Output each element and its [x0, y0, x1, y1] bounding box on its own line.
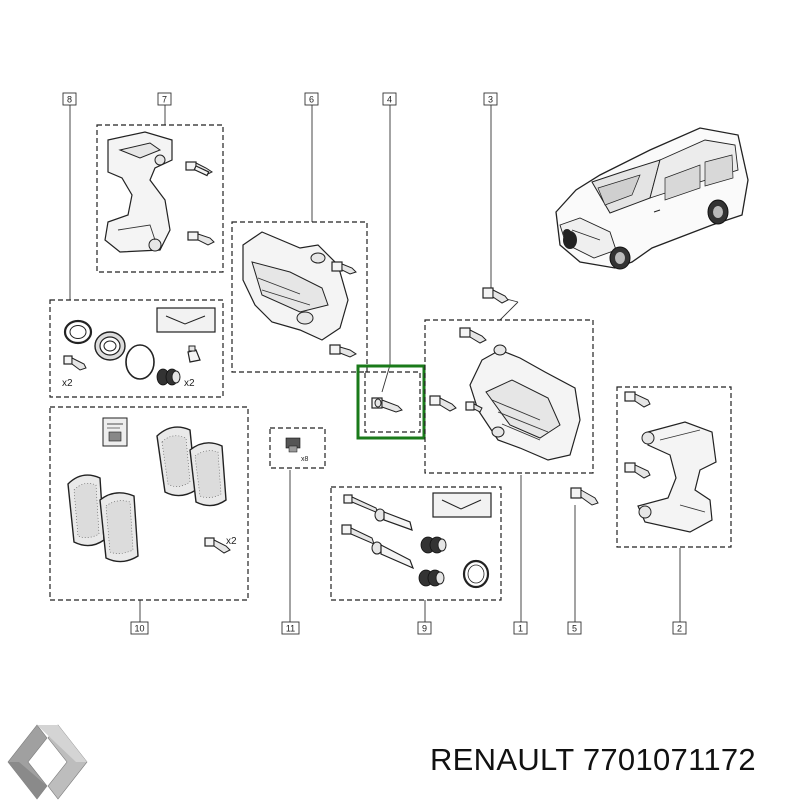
callout-6: 6 [304, 92, 319, 106]
callout-4: 4 [382, 92, 397, 106]
callout-7: 7 [157, 92, 172, 106]
bolt-icon [570, 487, 599, 506]
callout-2: 2 [672, 621, 687, 635]
bolt-icon [331, 261, 357, 275]
group-10-box [49, 406, 249, 601]
group-4-box [364, 371, 421, 433]
callout-label: 8 [67, 95, 72, 105]
highlight-box [356, 364, 426, 440]
guide-bushing-icon [156, 368, 181, 386]
guide-pin-icon [371, 541, 415, 570]
seal-ring-icon [63, 319, 93, 345]
qty-label: x8 [301, 456, 309, 463]
group-7-box [96, 124, 224, 273]
callout-label: 6 [309, 95, 314, 105]
callout-8: 8 [62, 92, 77, 106]
qty-label: x2 [62, 378, 73, 389]
bleed-screw-icon [465, 401, 483, 413]
clip-icon [285, 437, 301, 453]
callout-label: 4 [387, 95, 392, 105]
brake-pad-icon [67, 474, 105, 547]
callout-label: 5 [572, 624, 577, 634]
callout-3: 3 [483, 92, 498, 106]
bolt-icon [459, 327, 487, 344]
group-11-box [269, 427, 326, 469]
bolt-icon [187, 231, 215, 246]
group-2-box [616, 386, 732, 548]
van-illustration [555, 127, 749, 270]
callout-label: 7 [162, 95, 167, 105]
grease-sachet-icon [156, 307, 216, 333]
callout-label: 3 [488, 95, 493, 105]
group-8-box [49, 299, 224, 398]
grease-sachet-icon [432, 492, 492, 518]
callout-label: 10 [134, 624, 144, 634]
callout-10: 10 [130, 621, 149, 635]
bolt-icon [624, 391, 651, 408]
guide-pin-icon [343, 494, 379, 514]
guide-pin-icon [374, 508, 413, 531]
bolt-icon [329, 344, 357, 358]
dust-boot-icon [94, 331, 126, 361]
callout-1: 1 [513, 621, 528, 635]
group-1-box [424, 319, 594, 474]
bolt-icon [624, 462, 651, 479]
bolt-icon [429, 395, 457, 412]
renault-logo [7, 724, 88, 800]
part-number-caption: RENAULT 7701071172 [430, 742, 756, 777]
callout-9: 9 [417, 621, 432, 635]
guide-pin-icon [341, 524, 375, 545]
brake-pad-icon [156, 426, 197, 497]
callout-label: 11 [286, 624, 295, 634]
o-ring-icon [125, 344, 155, 380]
bracket-icon [637, 421, 717, 533]
callout-label: 1 [518, 624, 523, 634]
caliper-icon [242, 231, 349, 341]
bleed-cap-icon [187, 345, 201, 363]
group-6-box [231, 221, 368, 373]
screw-icon [63, 355, 87, 371]
bolt-icon [482, 287, 509, 304]
callout-label: 9 [422, 624, 427, 634]
bracket-icon [104, 131, 173, 253]
qty-label: x2 [226, 536, 237, 547]
qty-label: x2 [184, 378, 195, 389]
brake-pad-icon [189, 442, 227, 507]
callout-5: 5 [567, 621, 582, 635]
bleed-screw-icon [371, 397, 403, 413]
bolt-icon [185, 161, 213, 177]
o-ring-icon [462, 559, 490, 589]
leader-lines [69, 105, 681, 622]
boot-icon [418, 569, 445, 587]
brake-pad-icon [99, 492, 139, 563]
caliper-icon [469, 344, 581, 461]
boot-icon [420, 536, 447, 554]
callout-11: 11 [281, 621, 300, 635]
group-9-box [330, 486, 502, 601]
bolt-icon [204, 537, 231, 554]
booklet-icon [102, 417, 128, 447]
callout-label: 2 [677, 624, 682, 634]
